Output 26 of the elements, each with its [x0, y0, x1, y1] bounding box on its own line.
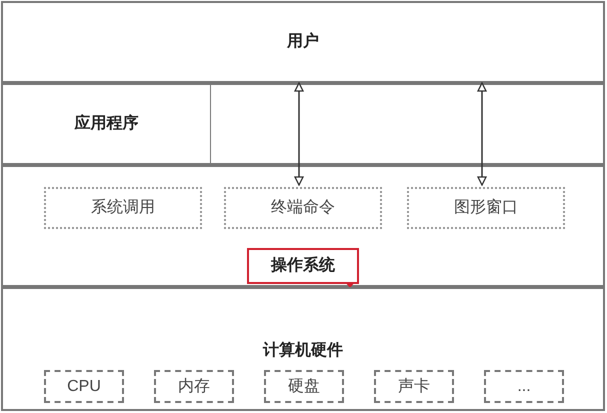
component-box [407, 187, 565, 229]
layer-panel [1, 165, 605, 287]
layer-panel [1, 287, 605, 411]
component-box [374, 370, 454, 403]
layer-panel [1, 83, 212, 165]
box-label: CPU [67, 376, 101, 396]
layer-label: 计算机硬件 [262, 340, 344, 361]
box-label: 图形窗口 [454, 198, 518, 218]
arrow [294, 82, 304, 186]
component-box [224, 187, 382, 229]
box-label: 声卡 [398, 376, 430, 396]
arrow [477, 82, 487, 186]
box-label: 终端命令 [271, 198, 335, 218]
component-box [44, 370, 124, 403]
box-label: 应用程序 [74, 113, 138, 134]
component-box [484, 370, 564, 403]
box-label: 内存 [178, 376, 210, 396]
layer-label: 操作系统 [247, 248, 359, 284]
component-box [264, 370, 344, 403]
component-box [154, 370, 234, 403]
box-label: 系统调用 [91, 198, 155, 218]
component-box [44, 187, 202, 229]
box-label: 用户 [287, 31, 319, 52]
box-label: ... [517, 376, 531, 396]
box-label: 硬盘 [288, 376, 320, 396]
layer-panel [1, 1, 605, 83]
